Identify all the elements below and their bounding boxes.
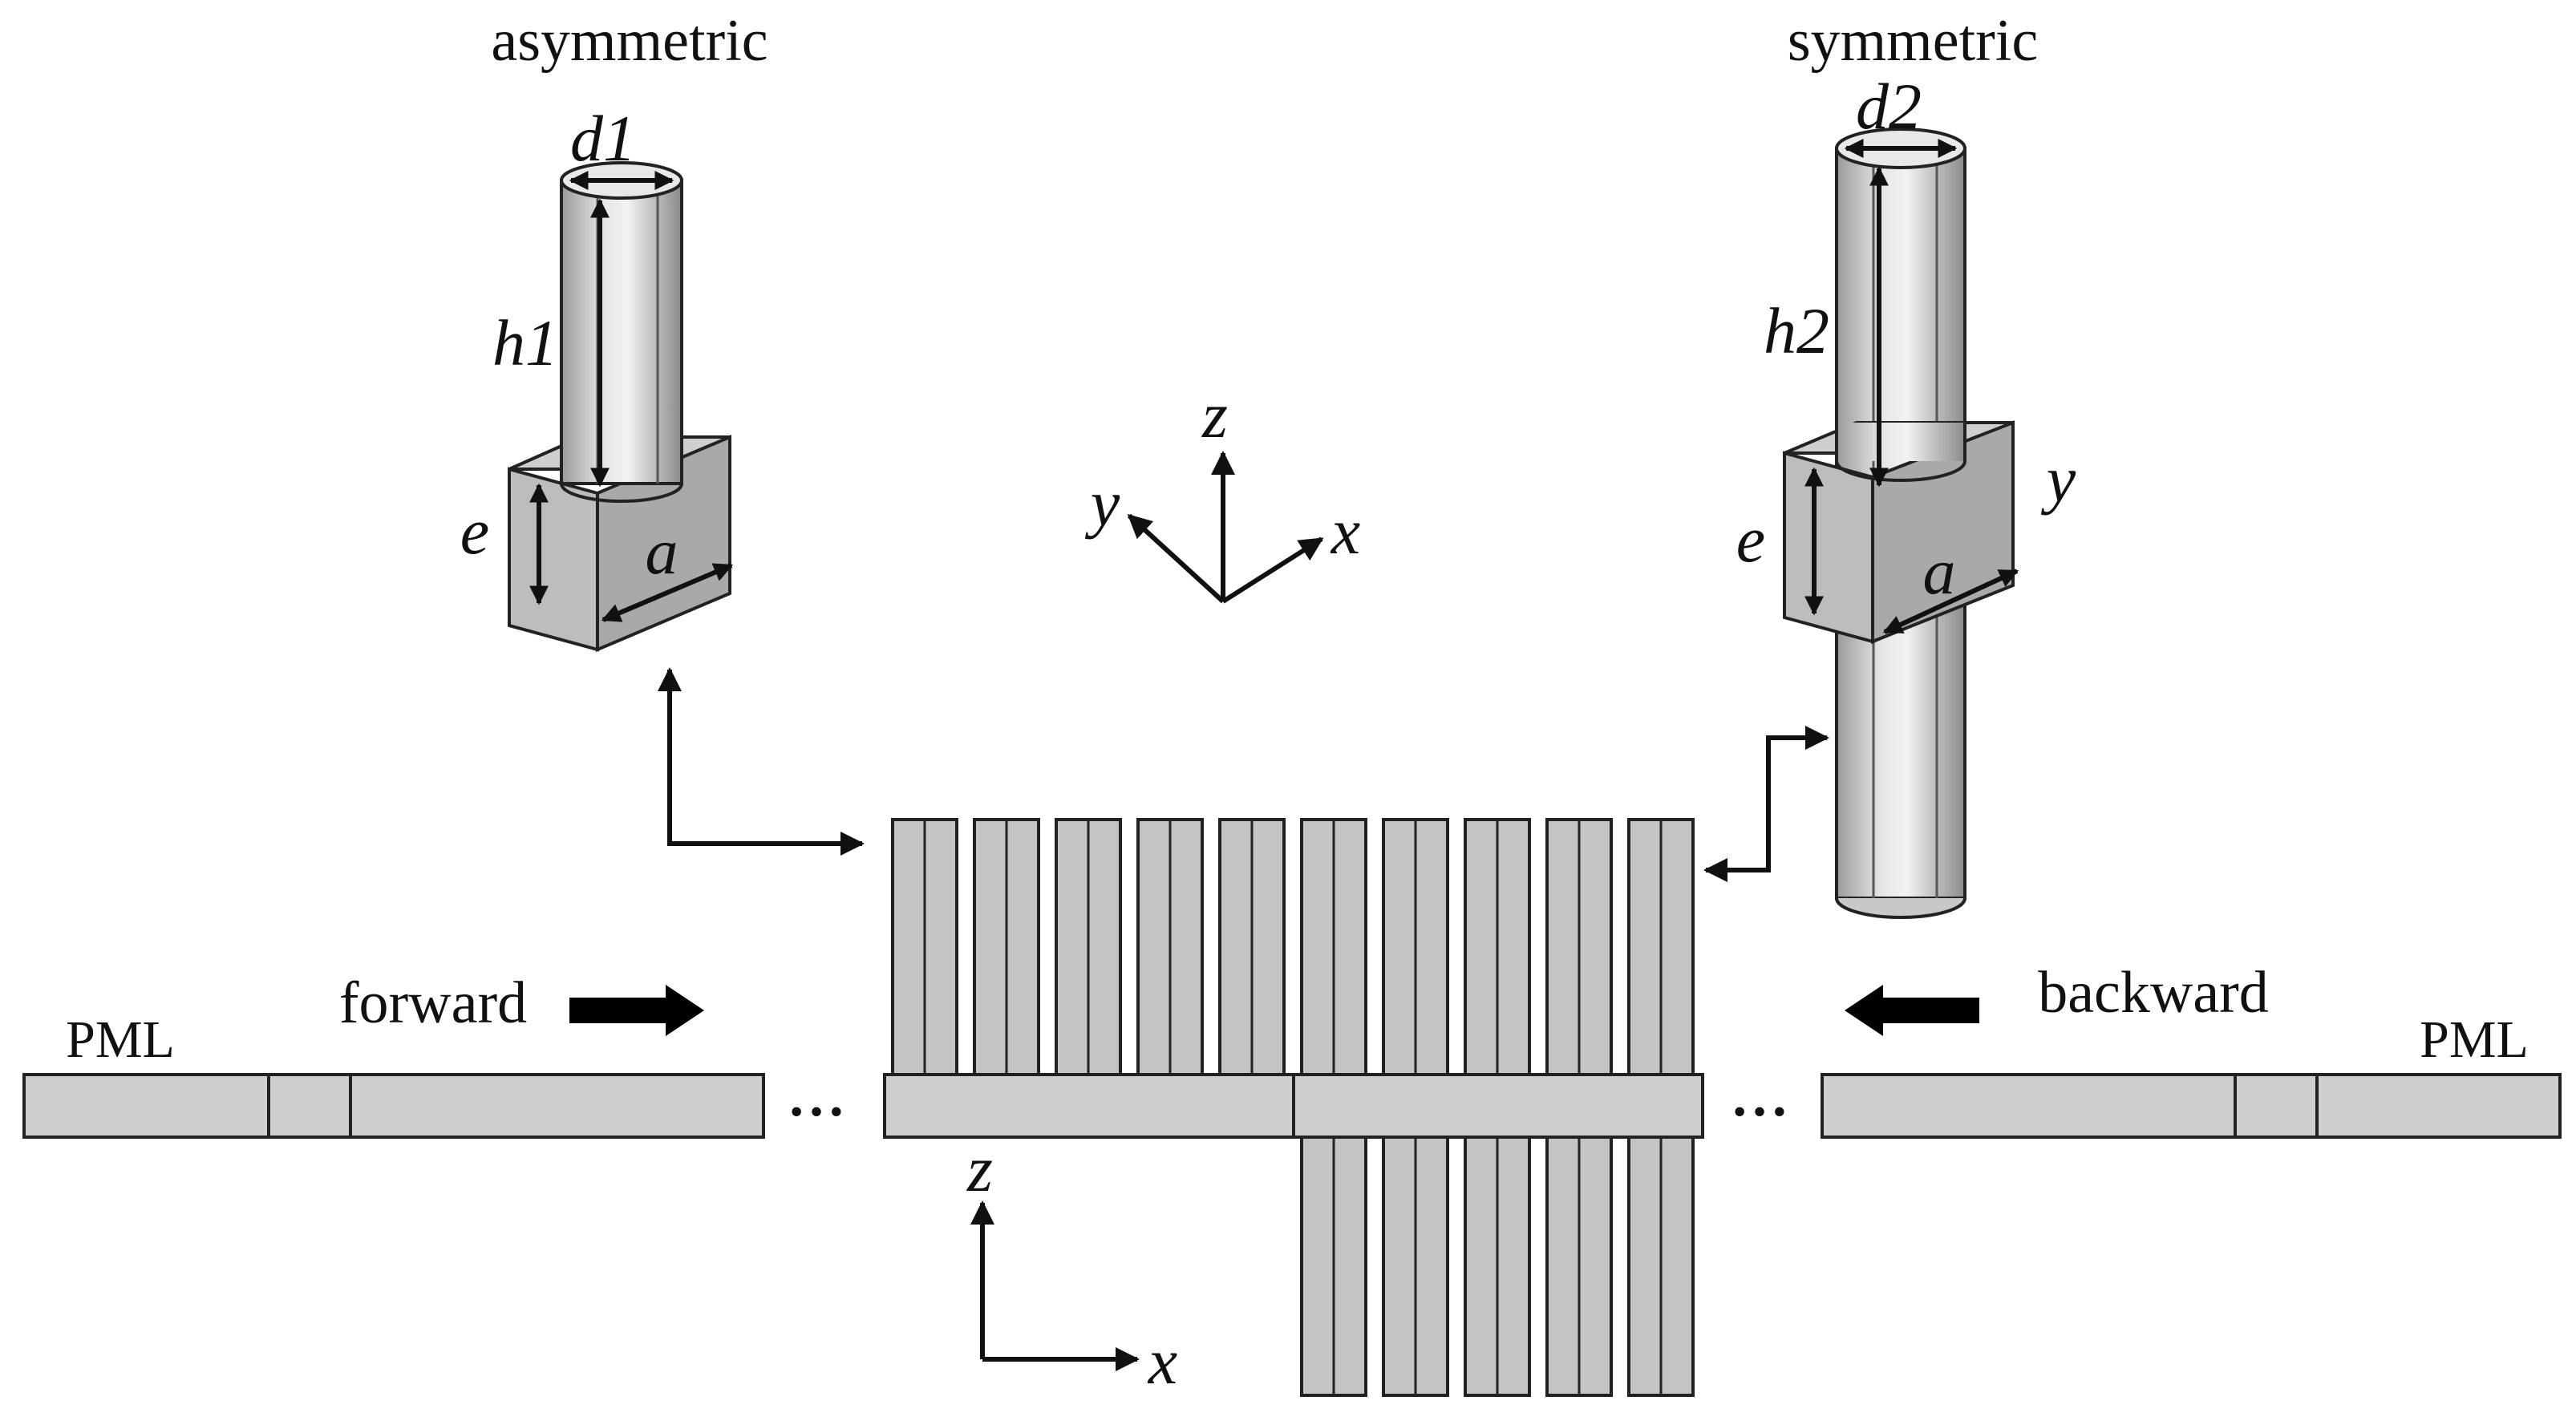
axis-x-3d-label: x [1331, 495, 1360, 568]
connector-symmetric [1703, 726, 1829, 882]
forward-label: forward [339, 970, 527, 1036]
backward-indicator: backward [1845, 960, 2269, 1036]
asymmetric-unit-cell: asymmetric d1 h1 e a [460, 8, 768, 653]
forward-arrow-icon [569, 985, 704, 1036]
d2-label: d2 [1856, 70, 1922, 143]
sym-cube-front [1783, 451, 1874, 644]
dots-right: ••• [1733, 1091, 1792, 1133]
left-waveguide-section [349, 1073, 765, 1139]
h2-label: h2 [1764, 294, 1829, 367]
axis-x-2d-label: x [1148, 1325, 1177, 1398]
asym-cylinder-base [560, 483, 683, 503]
right-port-section [2234, 1073, 2319, 1139]
sym-cylinder-bottom [1835, 897, 1966, 919]
pml-right-label: PML [2420, 1010, 2529, 1069]
backward-arrow-icon [1845, 985, 1979, 1036]
d1-label: d1 [570, 102, 636, 175]
a-left-label: a [646, 515, 678, 588]
symmetric-label: symmetric [1788, 8, 2038, 74]
axis-z-3d-label: z [1201, 379, 1228, 451]
connector-asymmetric [658, 667, 865, 856]
right-waveguide: PML [1821, 1010, 2562, 1139]
asymmetric-label: asymmetric [491, 8, 768, 74]
e-right-label: e [1736, 503, 1765, 576]
axis-y-3d [1127, 513, 1225, 604]
right-pml-section [2315, 1073, 2562, 1139]
a-left-arrow [601, 563, 734, 622]
right-waveguide-section [1821, 1073, 2237, 1139]
h1-label: h1 [492, 306, 558, 379]
central-waveguide [883, 1073, 1704, 1139]
waveguide-symmetric-section [1292, 1073, 1704, 1139]
y-right-label: y [2041, 443, 2076, 516]
axis-x-3d [1221, 536, 1324, 604]
pml-left-label: PML [66, 1010, 175, 1069]
axes-3d: z y x [1085, 379, 1360, 604]
left-port-section [267, 1073, 352, 1139]
e-left-label: e [460, 495, 489, 568]
forward-indicator: forward [339, 970, 704, 1036]
left-waveguide: PML [22, 1010, 765, 1139]
waveguide-asymmetric-section [883, 1073, 1295, 1139]
asym-cylinder-body [560, 179, 683, 485]
axis-z-2d-label: z [966, 1132, 993, 1205]
left-pml-section [22, 1073, 270, 1139]
axis-y-3d-label: y [1085, 467, 1120, 540]
sym-cylinder-through [1837, 423, 1965, 461]
backward-label: backward [2038, 960, 2269, 1026]
sym-cylinder-collar [1835, 460, 1966, 482]
axes-2d: z x [966, 1132, 1177, 1398]
a-right-label: a [1923, 535, 1956, 608]
dots-left: ••• [790, 1091, 849, 1133]
a-right-arrow [1882, 569, 2019, 634]
symmetric-unit-cell: symmetric d2 h2 e a y [1736, 8, 2076, 919]
